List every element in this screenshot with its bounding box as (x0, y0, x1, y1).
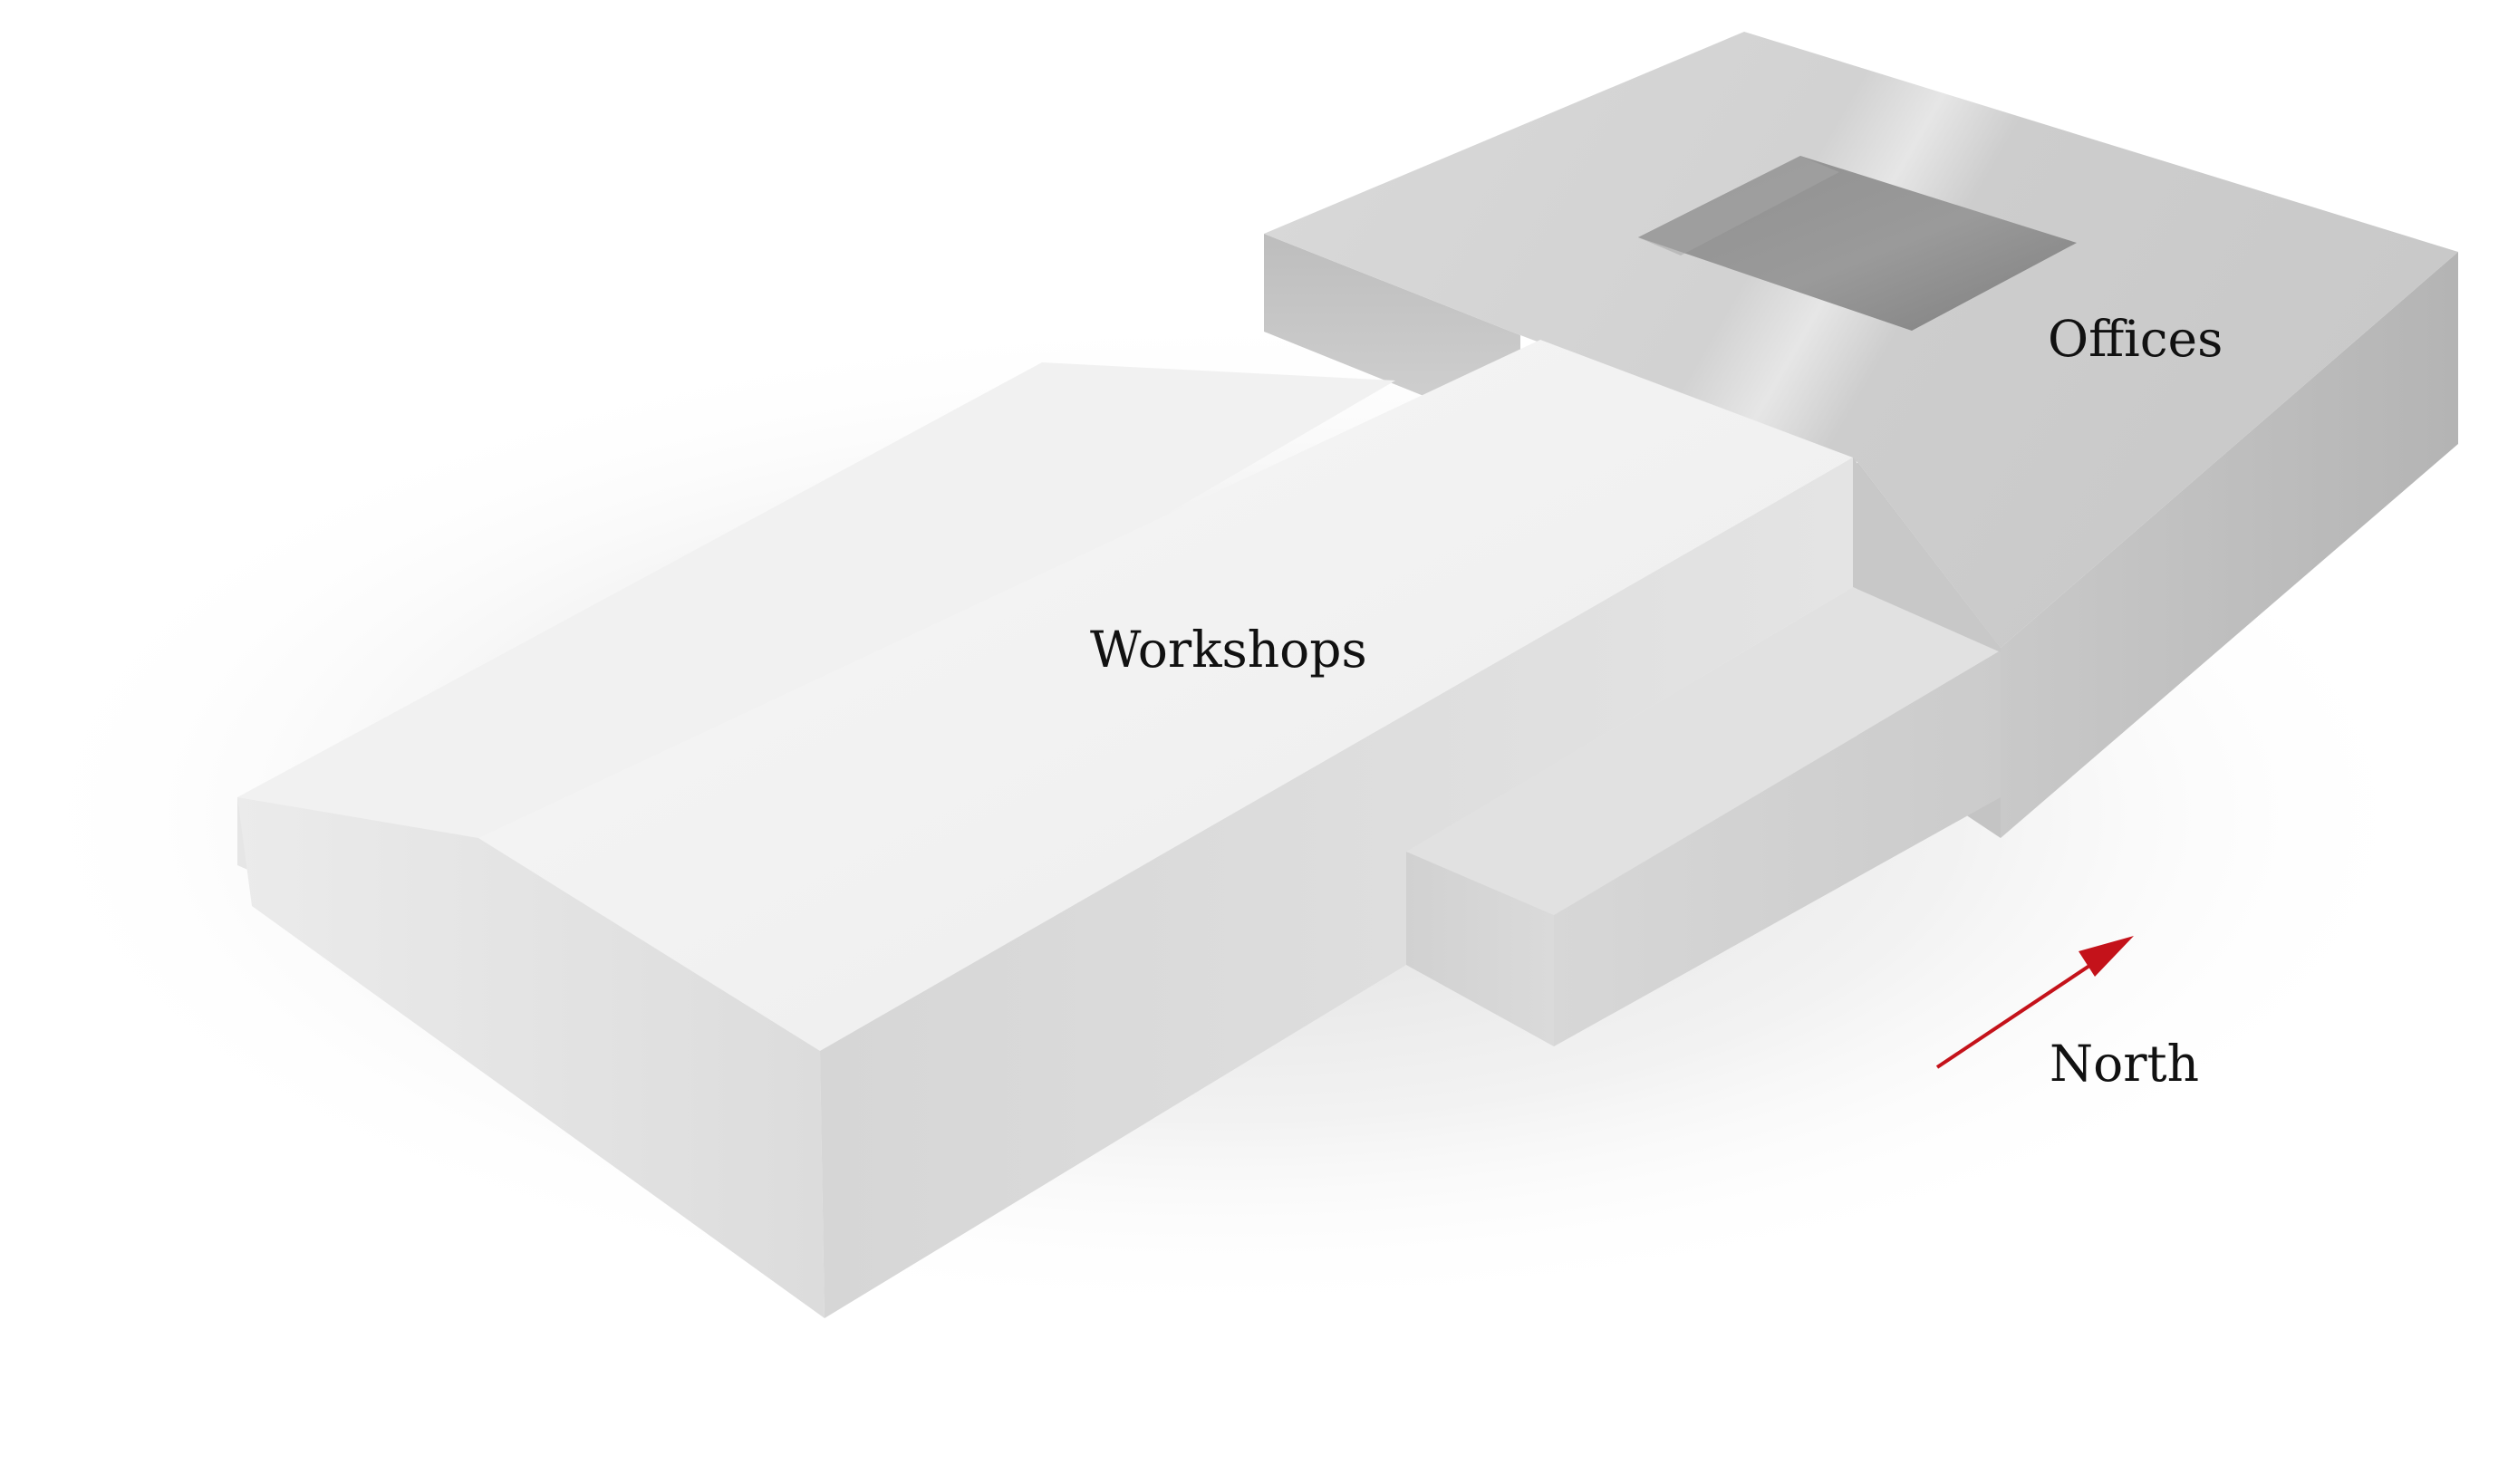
offices-label: Offices (2048, 310, 2223, 368)
north-arrow-head (2079, 936, 2134, 977)
north-label: North (2050, 1035, 2199, 1093)
workshops-roof (478, 340, 1853, 1051)
courtyard-inner-wall (1638, 156, 1839, 255)
workshops-front-face (820, 458, 1853, 1318)
offices-roof (1264, 32, 2458, 648)
low-wing-right-face (1554, 650, 2001, 1046)
workshops-label: Workshops (1090, 621, 1367, 679)
low-wing-front-face (1406, 852, 1554, 1046)
workshops-west-face (237, 797, 825, 1318)
low-wing-roof (1406, 587, 2001, 915)
offices-right-face (2001, 252, 2458, 838)
workshops-block (237, 340, 1853, 1318)
north-arrow-icon (1935, 936, 2134, 1069)
workshops-low-strip-roof (237, 362, 1395, 915)
north-arrow-shaft (1935, 957, 2102, 1069)
low-wing-recess (1853, 458, 2001, 652)
